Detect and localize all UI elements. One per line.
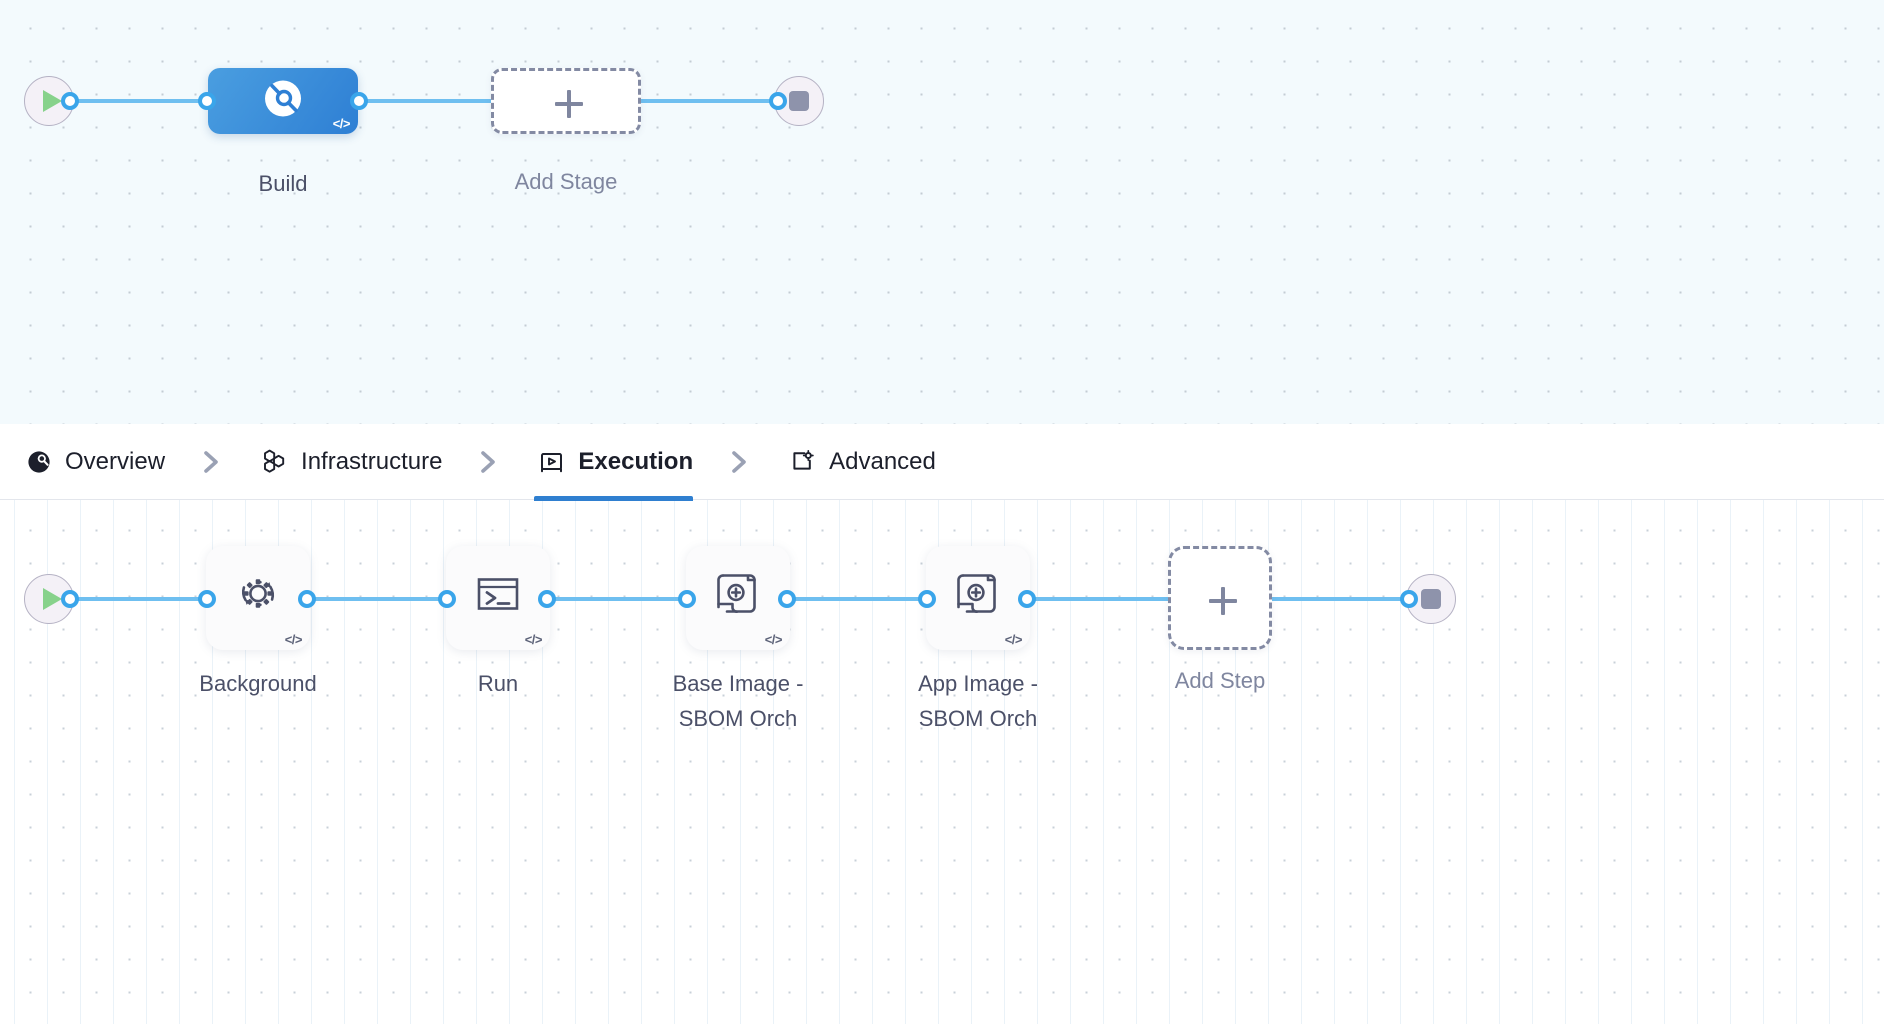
stage-rail-segment (352, 99, 512, 103)
stage-port[interactable] (350, 92, 368, 110)
code-badge: </> (524, 632, 543, 647)
chevron-right-icon (723, 447, 785, 477)
stage-rail-segment (60, 99, 220, 103)
step-port[interactable] (678, 590, 696, 608)
advanced-gear-box-icon (789, 448, 816, 475)
tab-advanced[interactable]: Advanced (785, 424, 966, 500)
step-port[interactable] (918, 590, 936, 608)
step-port[interactable] (778, 590, 796, 608)
stage-port[interactable] (769, 92, 787, 110)
code-badge: </> (284, 632, 303, 647)
tab-overview[interactable]: Overview (22, 424, 195, 500)
step-node-label-background: Background (199, 671, 317, 696)
step-rail-segment (780, 597, 940, 601)
stage-port[interactable] (198, 92, 216, 110)
step-port[interactable] (198, 590, 216, 608)
step-port[interactable] (1400, 590, 1418, 608)
step-node-background[interactable]: </> (206, 546, 310, 650)
tab-label: Execution (578, 447, 694, 475)
gear-rotate-icon (229, 564, 287, 627)
stage-rail-segment (630, 99, 790, 103)
step-node-label-app-image-sbom: App Image - SBOM Orch (918, 671, 1038, 731)
code-badge: </> (764, 632, 783, 647)
tab-label: Overview (65, 447, 166, 475)
overview-pie-icon (26, 449, 52, 475)
step-port[interactable] (1018, 590, 1036, 608)
hexagon-cluster-icon (261, 448, 288, 475)
stage-canvas[interactable]: </> Build Add Stage (0, 0, 1884, 424)
terminal-icon (471, 566, 525, 625)
add-step-label: Add Step (1174, 668, 1266, 693)
step-node-label-base-image-sbom: Base Image - SBOM Orch (672, 671, 804, 731)
code-badge: </> (1004, 632, 1023, 647)
scroll-plus-icon (710, 565, 766, 626)
step-rail-segment (60, 597, 220, 601)
step-node-run[interactable]: </> (446, 546, 550, 650)
stage-port[interactable] (61, 92, 79, 110)
step-port[interactable] (61, 590, 79, 608)
stage-node-label-build: Build (258, 171, 308, 196)
step-port[interactable] (298, 590, 316, 608)
tab-execution[interactable]: Execution (534, 424, 723, 501)
pipeline-end-node[interactable] (774, 76, 824, 126)
tab-infrastructure[interactable]: Infrastructure (257, 424, 472, 500)
tab-label: Infrastructure (301, 447, 443, 475)
step-rail-segment (540, 597, 700, 601)
step-node-label-run: Run (477, 671, 519, 696)
add-step-button[interactable] (1168, 546, 1272, 650)
stage-config-tabbar: Overview Infrastructure (0, 424, 1884, 501)
play-icon (42, 588, 62, 610)
execution-play-box-icon (538, 448, 565, 475)
chevron-right-icon (472, 447, 534, 477)
harness-logo-icon (263, 79, 303, 124)
scroll-plus-icon (950, 565, 1006, 626)
add-stage-label: Add Stage (514, 169, 618, 194)
tab-label: Advanced (829, 447, 936, 475)
step-rail-segment (300, 597, 460, 601)
execution-step-canvas[interactable]: </> Background </> Run (0, 500, 1884, 1024)
play-icon (42, 90, 62, 112)
code-badge: </> (332, 116, 351, 131)
step-node-base-image-sbom[interactable]: </> (686, 546, 790, 650)
stage-node-build[interactable]: </> (208, 68, 358, 134)
step-rail-segment (1270, 597, 1430, 601)
add-stage-button[interactable] (491, 68, 641, 134)
step-port[interactable] (438, 590, 456, 608)
step-rail-segment (1020, 597, 1180, 601)
chevron-right-icon (195, 447, 257, 477)
stop-icon (1421, 589, 1441, 609)
step-port[interactable] (538, 590, 556, 608)
step-node-app-image-sbom[interactable]: </> (926, 546, 1030, 650)
stop-icon (789, 91, 809, 111)
